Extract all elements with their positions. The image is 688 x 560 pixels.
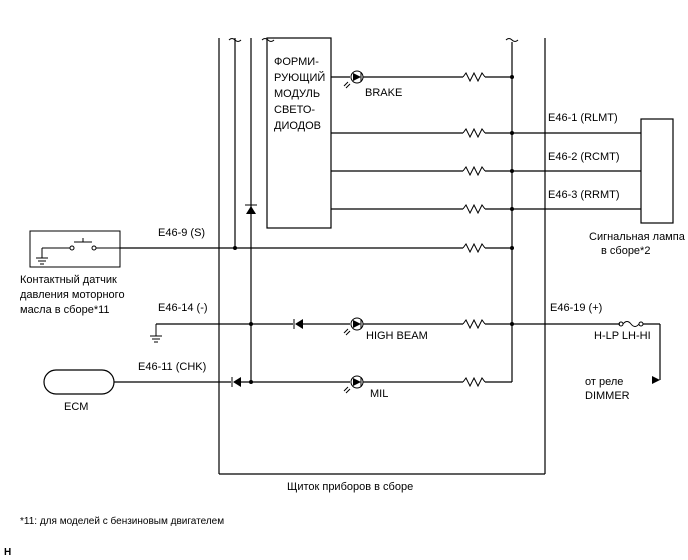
cluster-label: Щиток приборов в сборе	[287, 481, 413, 493]
relay-label-1: от реле	[585, 376, 623, 388]
oil-switch-label-2: давления моторного	[20, 289, 125, 301]
oil-switch-label-1: Контактный датчик	[20, 274, 117, 286]
footnote: *11: для моделей с бензиновым двигателем	[20, 515, 224, 527]
signal-lamp-label-1: Сигнальная лампа	[589, 231, 686, 243]
connector-e46-3: E46-3 (RRMT)	[548, 189, 620, 201]
module-label-line-3: МОДУЛЬ	[274, 88, 320, 100]
brake-label: BRAKE	[365, 87, 402, 99]
ecm-label: ECM	[64, 401, 88, 413]
mil-row	[114, 375, 512, 394]
connector-e46-14: E46-14 (-)	[158, 302, 208, 314]
connector-e46-2: E46-2 (RCMT)	[548, 151, 620, 163]
rlmt-row	[331, 127, 641, 139]
wire-break-marks	[228, 38, 519, 42]
connector-e46-9: E46-9 (S)	[158, 227, 205, 239]
mil-label: MIL	[370, 388, 388, 400]
connector-e46-1: E46-1 (RLMT)	[548, 112, 618, 124]
connector-e46-11: E46-11 (CHK)	[138, 361, 206, 373]
high-beam-row	[150, 317, 661, 384]
signal-lamp-label-2: в сборе*2	[601, 245, 650, 257]
oil-switch-label-3: масла в сборе*11	[20, 304, 110, 316]
signal-lamp-box	[640, 118, 674, 224]
combination-meter-outline	[218, 38, 546, 475]
module-label-line-1: ФОРМИ-	[274, 56, 319, 68]
high-beam-label: HIGH BEAM	[366, 330, 428, 342]
module-label-line-4: СВЕТО-	[274, 104, 315, 116]
oil-pressure-switch	[29, 230, 121, 268]
ecm-box	[43, 369, 115, 395]
relay-label-2: DIMMER	[585, 390, 630, 402]
check-bus-diode	[245, 204, 257, 214]
module-label-line-2: РУЮЩИЙ	[274, 71, 325, 84]
module-label-line-5: ДИОДОВ	[274, 120, 321, 132]
fuse-label: H-LP LH-HI	[594, 330, 651, 342]
corner-mark: H	[4, 547, 11, 558]
connector-e46-19: E46-19 (+)	[550, 302, 602, 314]
oil-switch-row	[120, 242, 514, 254]
rrmt-row	[331, 203, 641, 215]
rcmt-row	[331, 165, 641, 177]
brake-led-row	[331, 70, 514, 89]
